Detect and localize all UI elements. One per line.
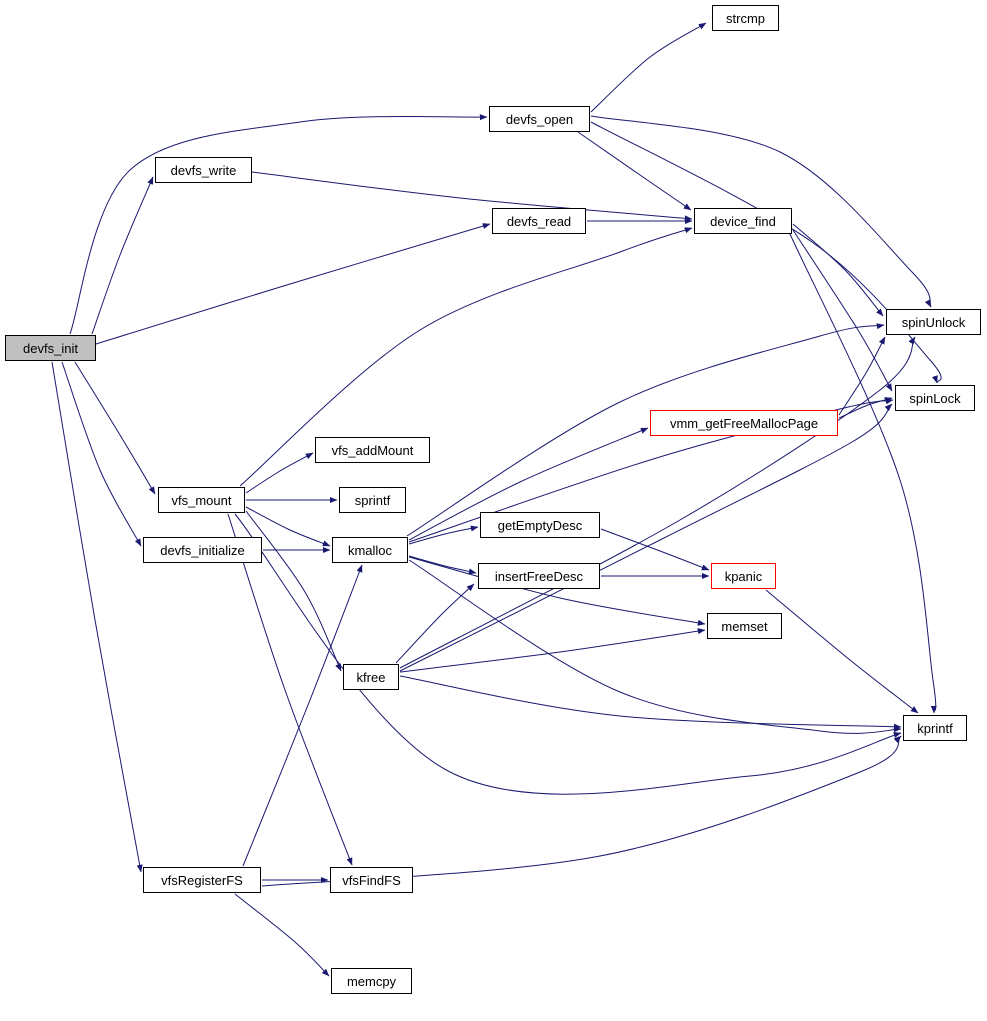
edge-vfs_mount-to-kmalloc (245, 506, 331, 547)
edge-vmm_getFreeMallocPage-to-spinLock (838, 397, 893, 419)
edge-devfs_open-to-spinLock (590, 121, 942, 384)
edge-device_find-to-spinUnlock (792, 223, 884, 317)
node-memset[interactable]: memset (707, 613, 782, 639)
node-devfs_init: devfs_init (5, 335, 96, 361)
edge-kfree-to-insertFreeDesc (395, 583, 475, 664)
node-spinLock[interactable]: spinLock (895, 385, 975, 411)
edge-kmalloc-to-memset (408, 556, 706, 626)
edge-vfsRegisterFS-to-memcpy (234, 893, 330, 977)
node-memcpy[interactable]: memcpy (331, 968, 412, 994)
node-sprintf[interactable]: sprintf (339, 487, 406, 513)
node-vfsRegisterFS[interactable]: vfsRegisterFS (143, 867, 261, 893)
edge-vfs_mount-to-device_find (239, 227, 693, 487)
edge-devfs_open-to-spinUnlock (590, 115, 932, 308)
edge-vfs_mount-to-vfsFindFS (227, 513, 353, 866)
edge-kmalloc-to-vmm_getFreeMallocPage (408, 427, 649, 541)
edge-getEmptyDesc-to-kpanic (600, 528, 710, 571)
edge-devfs_init-to-devfs_open (69, 114, 488, 335)
edge-kmalloc-to-getEmptyDesc (408, 525, 479, 545)
edge-kmalloc-to-spinUnlock (406, 323, 885, 537)
node-vfs_mount[interactable]: vfs_mount (158, 487, 245, 513)
node-devfs_write[interactable]: devfs_write (155, 157, 252, 183)
edge-kfree-to-spinLock (399, 403, 893, 672)
edge-devfs_open-to-device_find (577, 131, 692, 211)
edge-devfs_init-to-vfs_mount (74, 361, 156, 495)
edge-kfree-to-kprintf (399, 675, 902, 730)
edge-device_find-to-kprintf (789, 233, 937, 714)
node-device_find[interactable]: device_find (694, 208, 792, 234)
edge-vfsRegisterFS-to-kprintf (261, 735, 902, 887)
edge-kmalloc-to-insertFreeDesc (408, 555, 477, 575)
edge-vfs_mount-to-kprintf (234, 513, 902, 795)
node-vmm_getFreeMallocPage[interactable]: vmm_getFreeMallocPage (650, 410, 838, 436)
edge-devfs_init-to-devfs_write (91, 176, 154, 335)
edge-vfs_mount-to-vfs_addMount (245, 452, 314, 494)
node-kmalloc[interactable]: kmalloc (332, 537, 408, 563)
node-devfs_initialize[interactable]: devfs_initialize (143, 537, 262, 563)
node-spinUnlock[interactable]: spinUnlock (886, 309, 981, 335)
node-kprintf[interactable]: kprintf (903, 715, 967, 741)
edge-devfs_init-to-devfs_read (95, 223, 491, 345)
edge-device_find-to-spinLock (792, 229, 893, 392)
node-insertFreeDesc[interactable]: insertFreeDesc (478, 563, 600, 589)
edge-devfs_write-to-device_find (251, 171, 693, 222)
edge-vmm_getFreeMallocPage-to-spinUnlock (838, 336, 886, 416)
edge-vfs_mount-to-kfree (245, 510, 342, 672)
node-devfs_open[interactable]: devfs_open (489, 106, 590, 132)
node-strcmp[interactable]: strcmp (712, 5, 779, 31)
edge-devfs_open-to-strcmp (590, 22, 707, 113)
node-vfs_addMount[interactable]: vfs_addMount (315, 437, 430, 463)
edge-kfree-to-spinUnlock (399, 336, 916, 669)
edge-kpanic-to-kprintf (765, 589, 919, 714)
edge-kfree-to-memset (399, 628, 706, 673)
node-kfree[interactable]: kfree (343, 664, 399, 690)
edge-kmalloc-to-kprintf (408, 559, 902, 734)
node-devfs_read[interactable]: devfs_read (492, 208, 586, 234)
edge-vfsRegisterFS-to-kmalloc (242, 564, 363, 867)
edge-devfs_init-to-vfsRegisterFS (51, 361, 143, 873)
edge-devfs_init-to-devfs_initialize (61, 361, 142, 547)
node-vfsFindFS[interactable]: vfsFindFS (330, 867, 413, 893)
node-getEmptyDesc[interactable]: getEmptyDesc (480, 512, 600, 538)
node-kpanic[interactable]: kpanic (711, 563, 776, 589)
